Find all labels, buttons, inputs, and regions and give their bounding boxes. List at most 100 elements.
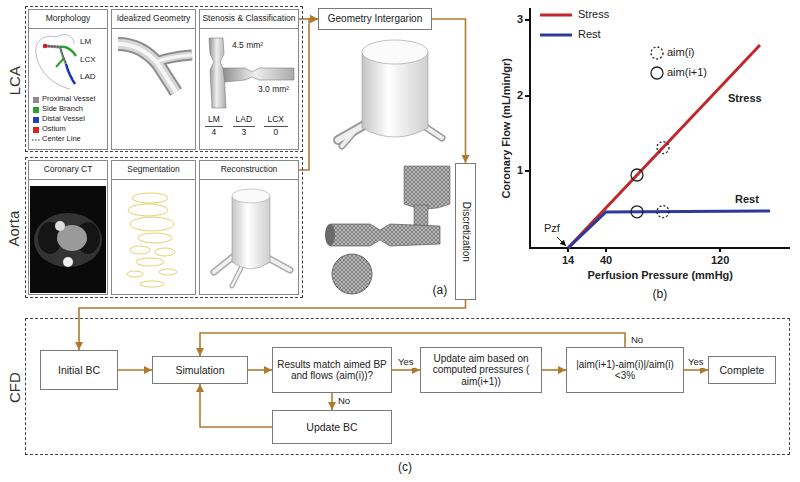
legend-text: Proximal Vessel [42,95,95,104]
column-header: Stenosis & Classification [200,10,298,29]
column-header: Morphology [29,10,107,29]
mesh-illustration [332,254,372,294]
idealized-vessel [118,44,176,92]
annotation: (a) [433,284,448,298]
stenosis-vessel [205,38,294,127]
segmentation-contours [127,193,177,287]
annotation: Coronary Flow (mL/min/gr) [499,58,512,199]
annotation: 3 [517,13,523,26]
rest-curve [568,211,770,248]
reconstructed-aorta [214,256,234,272]
connector [432,19,466,163]
stenosis-vessel [233,126,255,127]
dashed-region: LCAMorphologyIdealized GeometryStenosis … [25,6,303,152]
node-label: |aim(i+1)-aim(i)|/aim(i) <3% [571,359,679,382]
connector [331,393,333,410]
mesh-illustration [330,224,440,246]
reconstructed-aorta [232,266,242,286]
connector [118,369,152,371]
chart-axes [525,8,790,252]
column-header: Idealized Geometry [112,10,195,29]
mesh-illustration [414,205,428,227]
annotation: Rest [735,193,759,206]
legend-text: Center Line [42,135,81,144]
legend-swatch [33,107,39,113]
idealized-vessel [118,44,176,92]
annotation: LM [208,115,220,125]
process-box: Discretization [455,163,476,300]
segmentation-contours [155,248,175,256]
annotation: 3 [242,128,247,138]
legend-text: Rest [578,28,601,41]
connector [542,369,566,371]
annotation: LCX [80,55,96,64]
reconstructed-aorta [268,258,290,270]
process-box: Geometry Intergarion [318,8,432,30]
rest-curve [568,211,770,248]
panel-column: Morphology [28,9,108,150]
connector [248,369,272,371]
column-header: Segmentation [112,161,195,180]
legend-text: aim(i) [667,46,695,59]
connector [200,384,272,427]
chart-axes [605,248,607,252]
aim-markers [631,206,643,218]
ct-image [30,186,106,293]
ct-image [30,186,106,293]
annotation: Stress [728,92,762,105]
stress-curve [568,45,760,248]
legend-text: Side Branch [42,105,83,114]
idealized-vessel [118,44,176,92]
ct-image [34,213,102,267]
legend-text: Stress [578,8,609,21]
edge-label: No [337,396,351,407]
node-label: Update BC [306,421,357,433]
annotation: LCX [268,115,285,125]
annotation: LM [80,37,91,46]
integrated-geometry [342,132,354,146]
segmentation-contours [136,258,164,266]
heart-schematic [56,58,64,67]
node-label: Discretization [460,201,472,261]
chart-axes [525,19,530,21]
legend-swatch [33,97,39,103]
annotation: 0 [274,128,279,138]
ct-image [63,257,73,267]
process-box: Initial BC [40,350,118,390]
legend-swatch [540,34,572,37]
chart-axes [525,95,530,97]
reconstructed-aorta [214,256,234,272]
mesh-illustration [325,224,335,246]
idealized-vessel [156,55,192,62]
node-label: Complete [720,364,765,376]
annotation: Perfusion Pressure (mmHg) [588,269,733,282]
legend-text: aim(i+1) [667,66,707,79]
legend-swatch [540,14,572,17]
idealized-vessel [118,44,192,92]
column-header: Coronary CT [29,161,107,180]
annotation: 120 [711,254,729,267]
legend-swatch [33,127,39,133]
segmentation-contours [140,281,164,287]
ct-image [55,221,65,231]
annotation: Pzf [544,222,560,235]
region-heading: Aorta [5,211,22,247]
segmentation-contours [128,204,168,216]
chart-axes [719,248,721,252]
panel-column: Idealized Geometry [111,9,196,150]
process-box: |aim(i+1)-aim(i)|/aim(i) <3% [566,347,684,393]
legend-swatch [32,140,40,141]
column-header: Reconstruction [200,161,298,180]
annotation: 4 [212,128,217,138]
region-heading: CFD [5,372,22,403]
segmentation-contours [127,271,143,277]
stenosis-vessel [205,126,223,127]
panel-column: Segmentation [111,160,196,295]
integrated-geometry [338,40,442,146]
segmentation-contours [138,233,172,243]
pzf-pointer [557,237,566,246]
segmentation-contours [132,193,168,203]
legend-text: Distal Vessel [42,115,85,124]
process-box: Simulation [152,356,248,384]
